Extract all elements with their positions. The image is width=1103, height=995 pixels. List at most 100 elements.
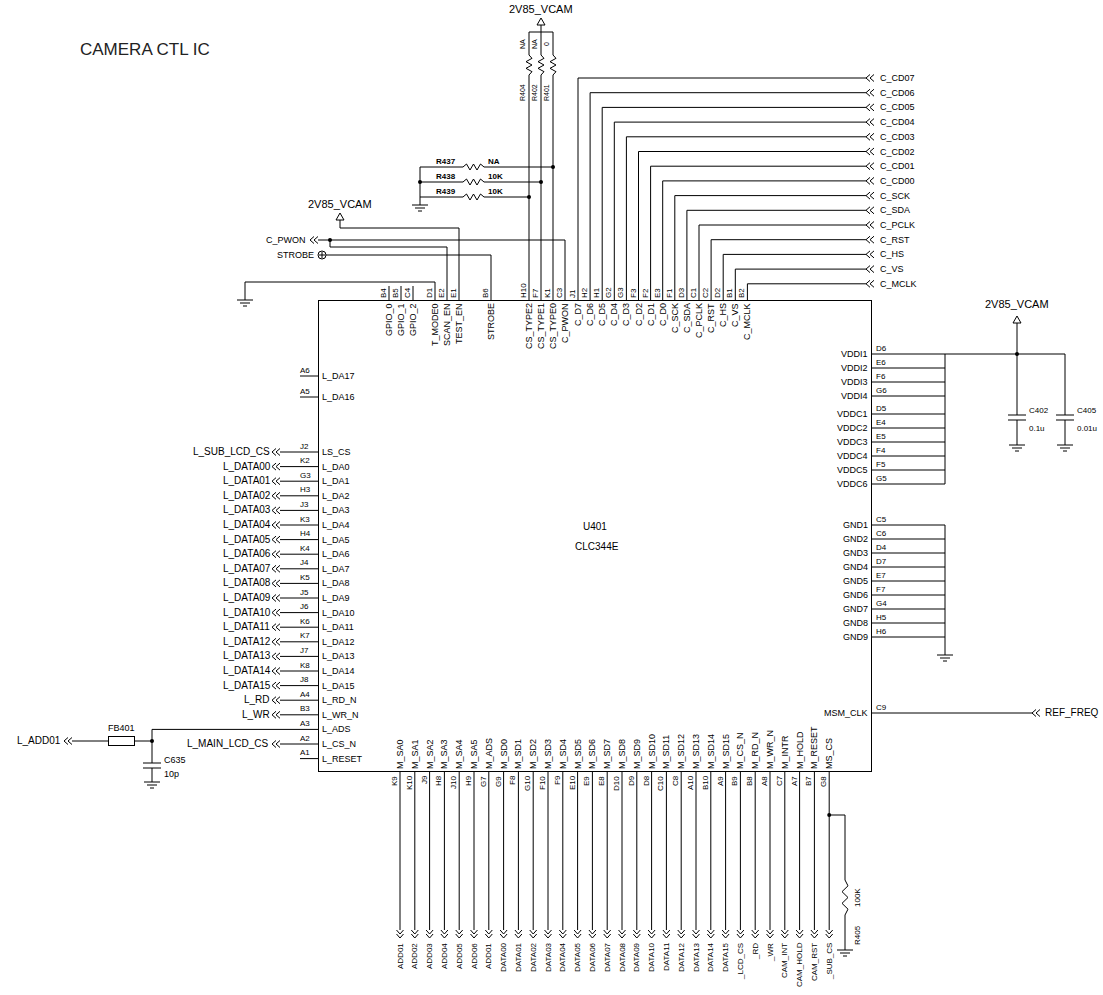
wire: [872, 428, 945, 429]
ground-symbol: [837, 950, 853, 956]
net-label: C_CD07: [880, 73, 915, 83]
connector-symbol: [411, 930, 418, 938]
pin-number: C4: [403, 288, 412, 298]
connector-symbol: [589, 930, 596, 938]
wire: [872, 539, 945, 540]
wire: [280, 539, 318, 540]
pin-name: L_DA12: [322, 637, 355, 647]
connector-symbol: [574, 930, 581, 938]
pin-number: E10: [568, 776, 577, 790]
pin-number: A5: [300, 387, 310, 396]
wire: [872, 484, 945, 485]
connector-symbol: [500, 930, 507, 938]
net-label: DATA06: [588, 943, 597, 972]
wire: [711, 240, 866, 300]
net-label: C_CD00: [880, 176, 915, 186]
wire: [420, 197, 463, 198]
pin-stub: [300, 397, 318, 398]
pin-name: GND3: [843, 548, 868, 558]
wire: [318, 240, 565, 300]
ground-symbol: [937, 655, 953, 661]
net-label: L_DATA13: [223, 650, 270, 662]
connector-symbol: [752, 930, 759, 938]
pin-name: GND6: [843, 590, 868, 600]
connector-symbol: [272, 522, 280, 529]
connector-symbol: [310, 237, 318, 244]
wire: [280, 525, 318, 526]
pin-number: J2: [300, 442, 308, 451]
pin-number: F9: [553, 776, 562, 785]
ground-symbol: [1009, 445, 1025, 451]
wire: [152, 768, 153, 782]
wire: [529, 75, 530, 300]
wire: [577, 772, 578, 930]
connector-symbol: [811, 930, 818, 938]
connector-symbol: [633, 930, 640, 938]
wire: [872, 442, 945, 443]
pin-number: B5: [391, 288, 400, 298]
pin-name: M_SD11: [661, 735, 671, 769]
pin-name: L_DA6: [322, 549, 350, 559]
wire: [444, 772, 445, 930]
net-label: C_SDA: [880, 205, 910, 215]
net-label: L_MAIN_LCD_CS: [187, 738, 268, 750]
pin-number: K8: [300, 661, 310, 670]
wire: [699, 225, 866, 300]
pin-number: F6: [876, 372, 885, 381]
pin-number: G8: [819, 776, 828, 787]
component-value: 100K: [853, 888, 862, 907]
net-label: ADD01: [484, 943, 493, 969]
wire: [829, 815, 845, 880]
pin-number: J5: [300, 588, 308, 597]
pin-number: E3: [653, 288, 662, 298]
component-ref: R438: [436, 172, 455, 181]
pin-name: M_SD3: [543, 739, 553, 769]
net-label: C_CD05: [880, 102, 915, 112]
pin-name: M_WR_N: [765, 730, 775, 769]
wire: [541, 75, 542, 300]
pin-name: C_D6: [585, 303, 595, 326]
pin-name: M_SD5: [573, 739, 583, 769]
pin-number: H6: [876, 627, 886, 636]
pin-number: C3: [555, 288, 564, 298]
net-label: DATA11: [662, 943, 671, 971]
connector-symbol: [272, 478, 280, 485]
pin-name: M_SD4: [558, 739, 568, 769]
wire: [755, 772, 756, 930]
pin-stub: [413, 286, 414, 300]
connector-symbol: [866, 192, 874, 199]
pin-number: D8: [642, 776, 651, 786]
connector-symbol: [272, 507, 280, 514]
wire: [330, 240, 447, 300]
pin-number: C9: [876, 703, 886, 712]
net-label: C_PWON: [266, 235, 306, 245]
net-label: _WR: [766, 943, 775, 961]
net-label: C_CD06: [880, 88, 915, 98]
ground-symbol: [237, 300, 253, 306]
pin-number: A3: [300, 719, 310, 728]
net-label: C_PCLK: [880, 220, 915, 230]
net-label: L_DATA09: [223, 592, 270, 604]
wire: [420, 167, 421, 205]
connector-symbol: [272, 565, 280, 572]
pin-name: M_SD0: [499, 739, 509, 769]
pin-name: VDDC5: [837, 465, 868, 475]
connector-symbol: [619, 930, 626, 938]
wire: [590, 93, 866, 300]
connector-symbol: [426, 930, 433, 938]
pin-number: F5: [876, 460, 885, 469]
power-net-label: 2V85_VCAM: [509, 3, 573, 16]
diagram-title: CAMERA CTL IC: [80, 40, 210, 60]
pin-number: G3: [300, 471, 311, 480]
pin-number: E1: [449, 288, 458, 298]
connector-symbol: [272, 624, 280, 631]
pin-name: GND5: [843, 576, 868, 586]
net-label: DATA08: [618, 943, 627, 972]
pin-number: F7: [531, 289, 540, 298]
pin-name: VDDI3: [841, 377, 868, 387]
pin-name: GPIO_2: [408, 303, 418, 336]
net-label: L_SUB_LCD_CS: [193, 446, 270, 458]
net-label: L_DATA01: [223, 475, 270, 487]
pin-number: J8: [300, 675, 308, 684]
net-label: C_MCLK: [880, 279, 917, 289]
